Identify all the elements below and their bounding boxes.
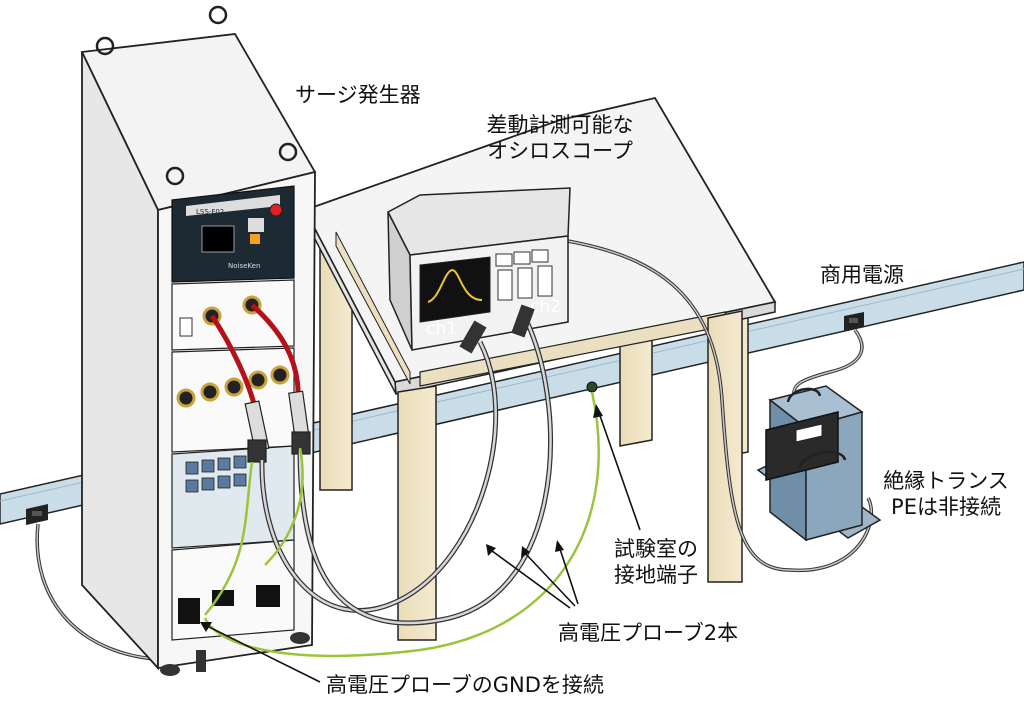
label-isolation-transformer: 絶縁トランス PEは非接続 (876, 468, 1016, 520)
brand-label: NoiseKen (228, 262, 260, 270)
table-front-legs (335, 231, 743, 641)
label-earth-terminal-line1: 試験室の (614, 537, 698, 561)
label-hv-probes: 高電圧プローブ2本 (558, 621, 739, 645)
leader-lines (204, 409, 641, 683)
hv-probe-cables (259, 304, 554, 626)
label-probe-gnd: 高電圧プローブのGNDを接続 (326, 673, 604, 697)
model-plate: LSS-F02 (196, 208, 224, 216)
label-surge-generator: サージ発生器 (295, 83, 421, 107)
label-isolation-transformer-line2: PEは非接続 (891, 495, 1001, 519)
label-oscilloscope-line1: 差動計測可能な (486, 113, 634, 137)
oscilloscope: ch1 ch2 (386, 187, 571, 351)
probe-heads (244, 390, 311, 463)
eye-bolt-icon (95, 5, 298, 186)
scope-buttons (495, 249, 553, 301)
label-oscilloscope-line2: オシロスコープ (487, 139, 633, 163)
surge-generator: LSS-F02 NoiseKen (80, 5, 317, 676)
scope-ch2-label: ch2 (530, 297, 561, 317)
label-earth-terminal-line2: 接地端子 (614, 563, 698, 587)
wall-outlet-right (844, 312, 864, 331)
label-isolation-transformer-line1: 絶縁トランス (883, 469, 1009, 493)
scope-ch1-label: ch1 (426, 319, 457, 339)
label-earth-terminal: 試験室の 接地端子 (604, 536, 708, 588)
label-commercial-power: 商用電源 (820, 263, 904, 287)
label-oscilloscope: 差動計測可能な オシロスコープ (472, 112, 648, 164)
isolation-transformer (756, 385, 882, 542)
earth-terminal (586, 381, 598, 393)
cabinet-feet (160, 632, 310, 676)
surge-knobs (176, 365, 290, 408)
power-cables (35, 238, 873, 662)
coupling-switches (185, 455, 247, 493)
wall-outlet-left (26, 504, 48, 525)
arrowheads (200, 404, 603, 632)
